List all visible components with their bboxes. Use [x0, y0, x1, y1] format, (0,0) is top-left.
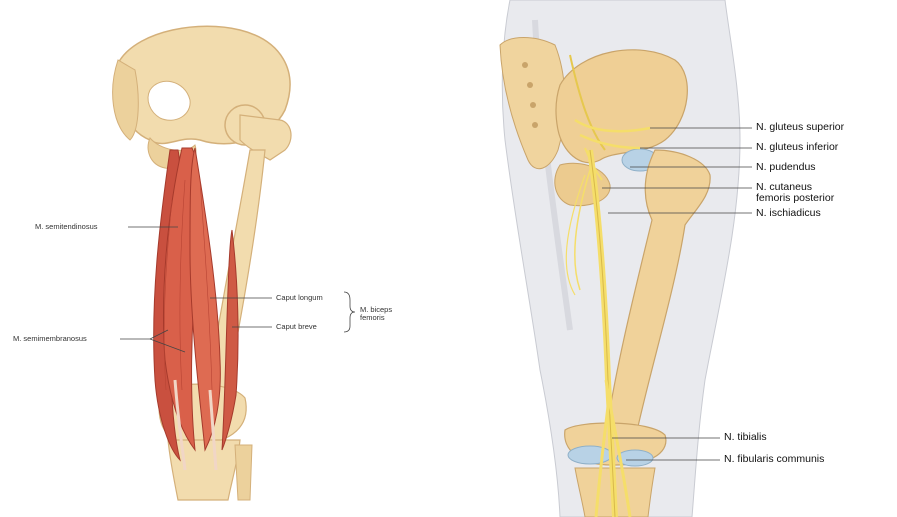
hamstring-illustration-panel: M. semitendinosus M. semimembranosus Cap…: [0, 0, 440, 517]
label-caput-longum: Caput longum: [276, 293, 323, 302]
label-n-tibialis: N. tibialis: [724, 432, 767, 443]
label-n-gluteus-inferior: N. gluteus inferior: [756, 142, 838, 153]
label-caput-breve: Caput breve: [276, 322, 317, 331]
label-n-gluteus-superior: N. gluteus superior: [756, 122, 844, 133]
label-semitendinosus: M. semitendinosus: [35, 222, 98, 231]
label-n-ischiadicus: N. ischiadicus: [756, 208, 821, 219]
label-n-pudendus: N. pudendus: [756, 162, 816, 173]
label-semimembranosus: M. semimembranosus: [13, 334, 87, 343]
sciatic-nerve-illustration: [440, 0, 897, 517]
label-n-fibularis-communis: N. fibularis communis: [724, 454, 824, 465]
sciatic-nerve-illustration-panel: N. gluteus superior N. gluteus inferior …: [440, 0, 897, 517]
hamstring-illustration: [0, 0, 440, 517]
label-n-cutaneus-line2: femoris posterior: [756, 193, 834, 204]
label-biceps-femoris-line2: femoris: [360, 313, 385, 322]
